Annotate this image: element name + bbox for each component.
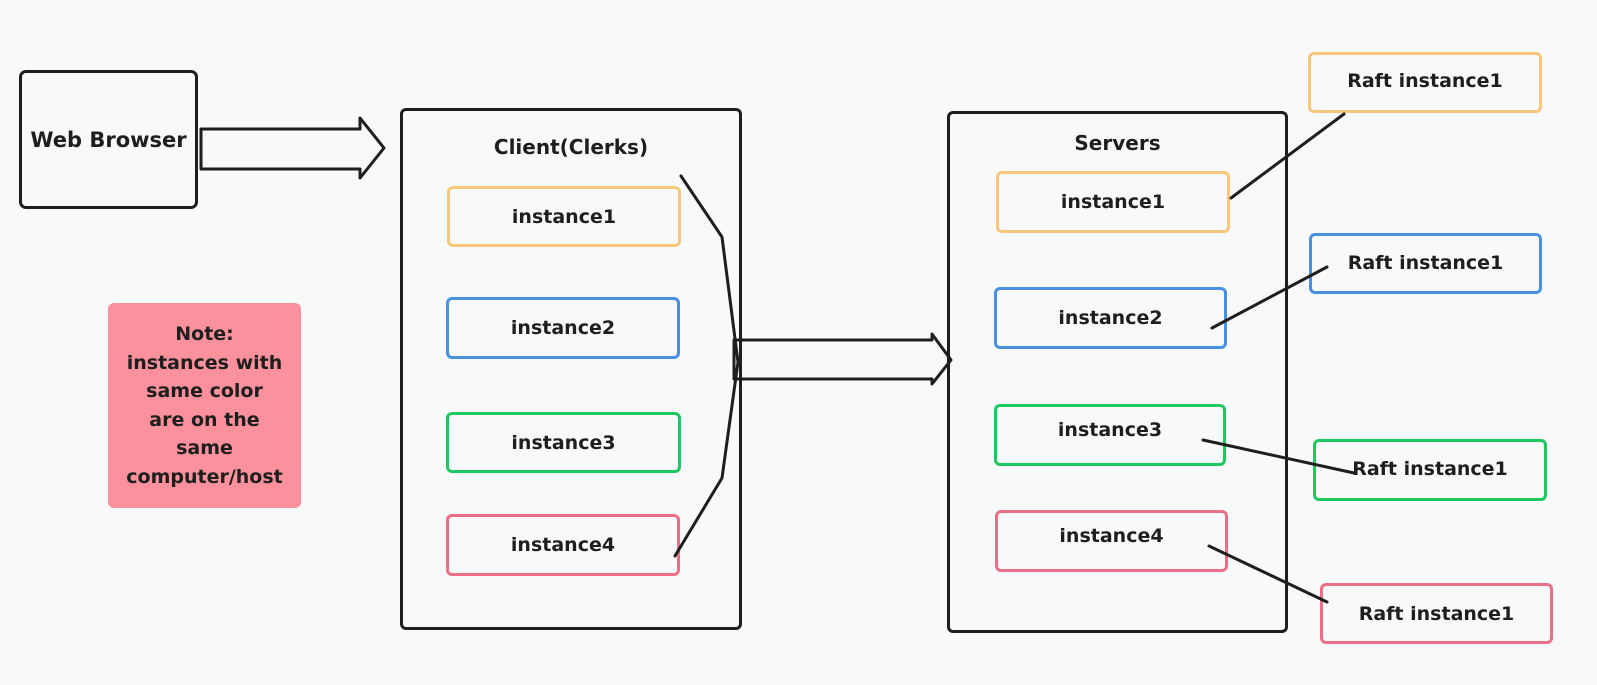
- raft-instance-4-label: Raft instance1: [1358, 602, 1515, 625]
- note-line-6: computer/host: [126, 465, 283, 488]
- server-instance-4: instance4: [995, 510, 1228, 572]
- note-line-5: same: [176, 437, 233, 459]
- browser-to-client-arrow: [199, 116, 386, 180]
- server-instance-1: instance1: [996, 171, 1230, 233]
- client-instance-2-label: instance2: [510, 317, 616, 339]
- client-instance-2: instance2: [446, 297, 680, 359]
- server-instance-1-label: instance1: [1060, 191, 1166, 213]
- client-instance-3-label: instance3: [511, 431, 616, 454]
- raft-instance-4: Raft instance1: [1320, 583, 1553, 644]
- note-card: Note: instances with same color are on t…: [108, 303, 301, 508]
- note-line-4: are on the: [149, 408, 260, 431]
- client-instance-1-label: instance1: [511, 205, 617, 228]
- server-instance-2-label: instance2: [1058, 307, 1163, 329]
- servers-title: Servers: [1074, 131, 1161, 155]
- server-instance-4-label: instance4: [1059, 525, 1164, 547]
- client-to-servers-arrow: [732, 332, 953, 386]
- raft-instance-1: Raft instance1: [1308, 52, 1542, 113]
- note-line-1: Note:: [175, 323, 234, 345]
- client-instance-1: instance1: [447, 186, 681, 247]
- raft-instance-3-label: Raft instance1: [1352, 458, 1508, 480]
- note-line-2: instances with: [126, 351, 283, 374]
- note-line-3: same color: [146, 380, 263, 402]
- web-browser-label: Web Browser: [30, 127, 187, 152]
- raft-instance-1-label: Raft instance1: [1347, 69, 1503, 92]
- raft-instance-3: Raft instance1: [1313, 439, 1547, 501]
- server-instance-3: instance3: [994, 404, 1226, 466]
- server-instance-2: instance2: [994, 287, 1227, 349]
- client-title: Client(Clerks): [493, 135, 649, 159]
- raft-instance-2-label: Raft instance1: [1347, 251, 1504, 274]
- server-instance-3-label: instance3: [1057, 419, 1163, 441]
- client-instance-4-label: instance4: [510, 534, 616, 556]
- raft-instance-2: Raft instance1: [1309, 233, 1542, 294]
- client-instance-3: instance3: [446, 412, 681, 473]
- client-instance-4: instance4: [446, 514, 680, 576]
- web-browser-node: Web Browser: [19, 70, 198, 209]
